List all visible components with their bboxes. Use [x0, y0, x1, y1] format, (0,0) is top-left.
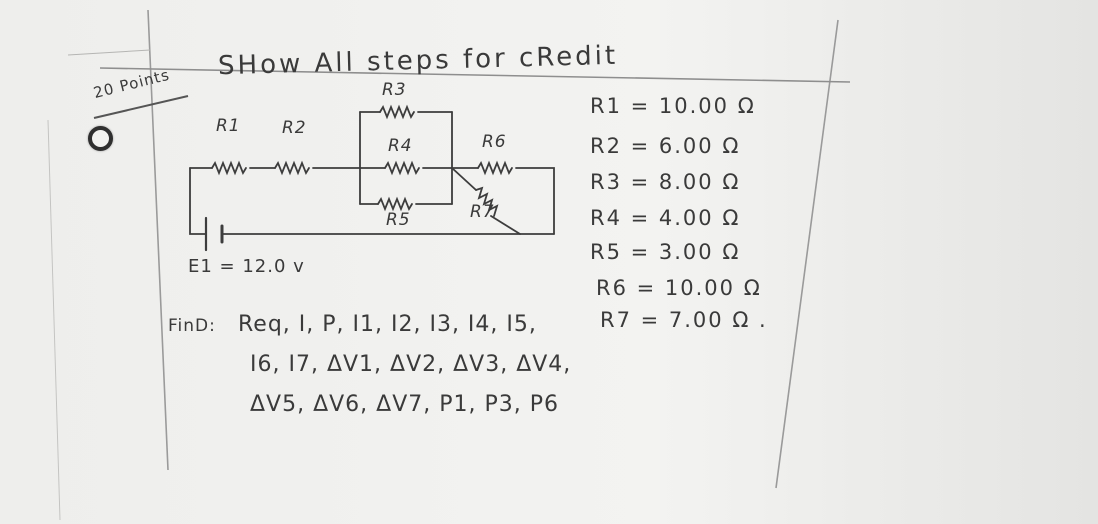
corner-mark [67, 49, 151, 56]
given-r5: R5 = 3.00 Ω [590, 240, 741, 264]
points-underline [93, 95, 189, 119]
answer-radio-button[interactable] [88, 126, 113, 151]
resistor-r4-symbol [384, 160, 420, 176]
given-r3: R3 = 8.00 Ω [590, 170, 741, 194]
resistor-r5-symbol [377, 196, 413, 212]
resistor-r2-symbol [274, 160, 310, 176]
emf-label: E1 = 12.0 v [188, 256, 305, 277]
margin-line-right [775, 19, 839, 489]
find-line-3: ΔV5, ΔV6, ΔV7, P1, P3, P6 [250, 392, 560, 417]
given-r2: R2 = 6.00 Ω [590, 134, 741, 158]
margin-line-far-left [47, 119, 61, 521]
resistor-r3-symbol [379, 104, 415, 120]
resistor-label-r3: R3 [382, 80, 407, 100]
given-r4: R4 = 4.00 Ω [590, 206, 741, 230]
margin-line-left [147, 9, 169, 471]
resistor-label-r1: R1 [216, 116, 241, 136]
wire-right-side [515, 167, 555, 235]
resistor-r1-symbol [211, 160, 247, 176]
resistor-label-r2: R2 [282, 118, 307, 138]
wire-left-side [189, 167, 207, 235]
circuit-diagram [189, 104, 555, 252]
given-r1: R1 = 10.00 Ω [590, 94, 756, 118]
find-line-1: Req, I, P, I1, I2, I3, I4, I5, [238, 312, 537, 337]
resistor-label-r6: R6 [482, 132, 507, 152]
given-r6: R6 = 10.00 Ω [596, 276, 762, 300]
find-label: FinD: [168, 316, 216, 336]
given-r7: R7 = 7.00 Ω . [600, 308, 768, 332]
header-rule [99, 67, 851, 83]
wire-r7-start [451, 167, 477, 191]
resistor-label-r7: R7 [470, 202, 495, 222]
find-line-2: I6, I7, ΔV1, ΔV2, ΔV3, ΔV4, [250, 352, 572, 377]
resistor-label-r4: R4 [388, 136, 413, 156]
wire-r7-end [490, 215, 521, 235]
resistor-r6-symbol [477, 160, 513, 176]
resistor-label-r5: R5 [386, 210, 411, 230]
resistor-r7-symbol [475, 186, 499, 217]
